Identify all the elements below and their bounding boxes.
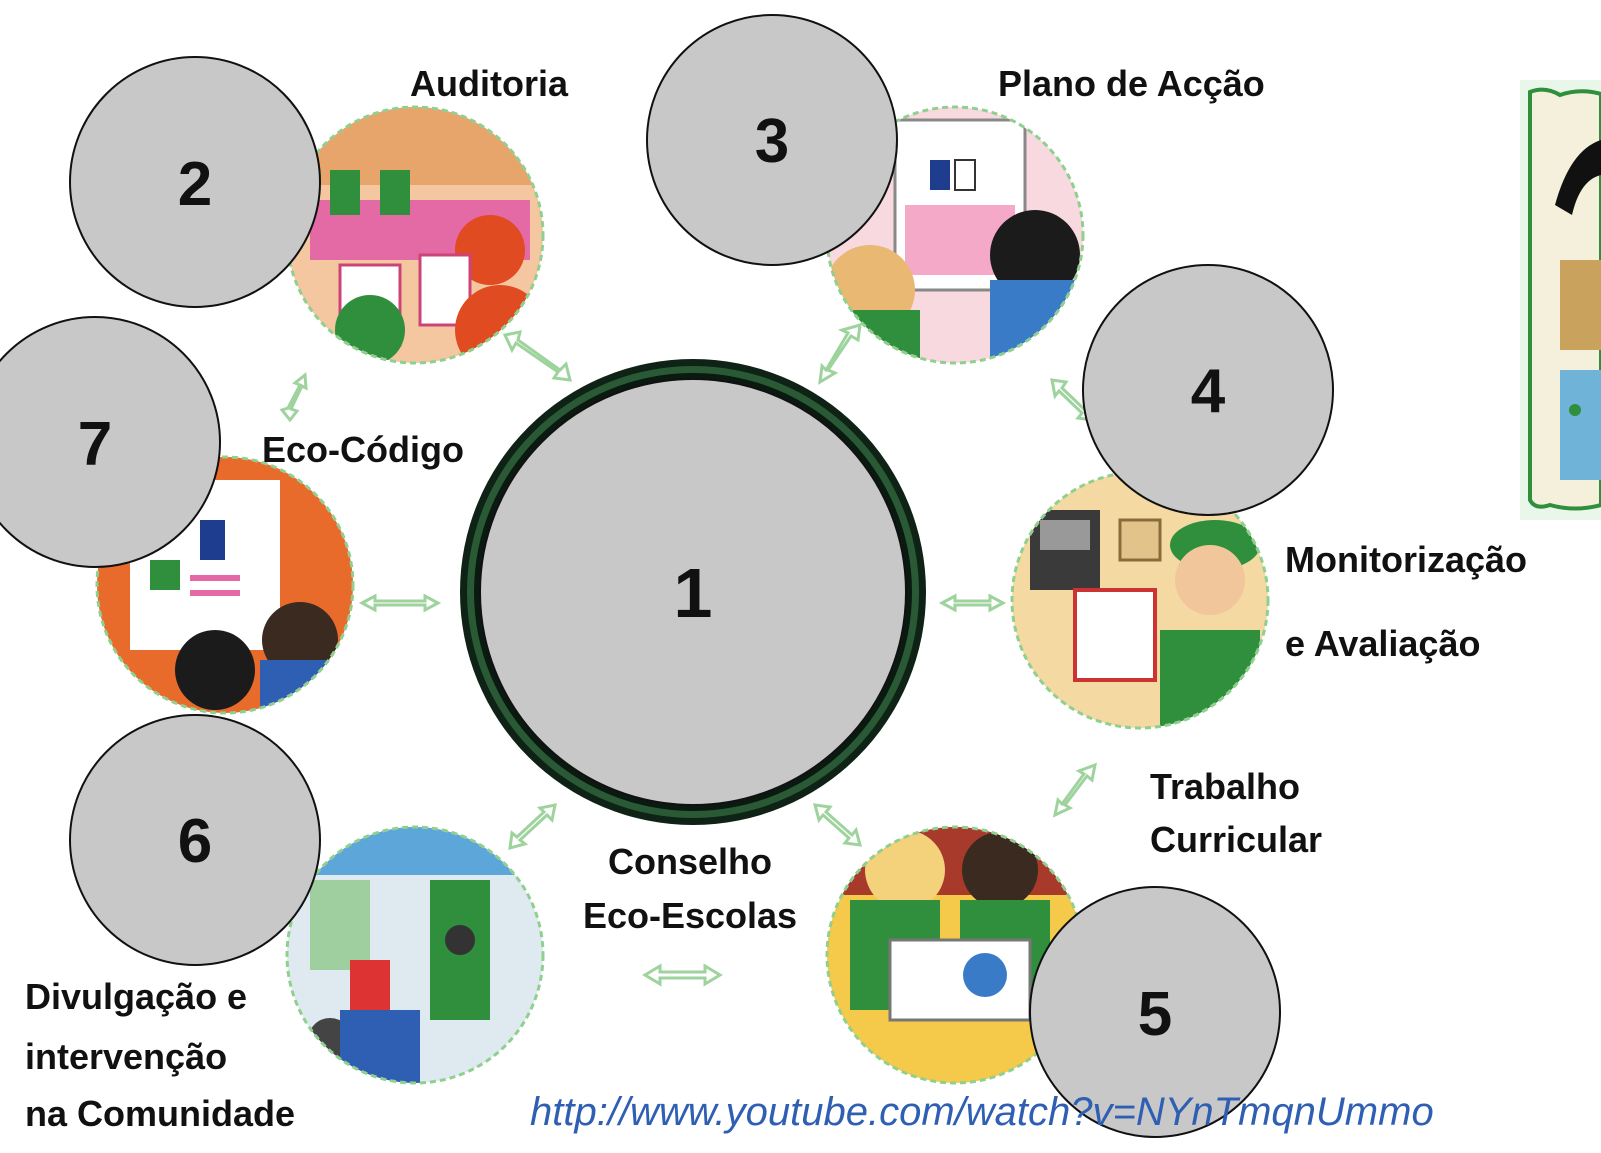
label-eco-escolas: Eco-Escolas xyxy=(582,895,798,936)
number-circle-2: 2 xyxy=(69,56,321,308)
label-plano-de-accao: Plano de Acção xyxy=(998,63,1265,104)
illustration-divulgacao-border xyxy=(285,825,545,1085)
youtube-link[interactable]: http://www.youtube.com/watch?v=NYnTmqnUm… xyxy=(530,1090,1434,1134)
arrow-bottom xyxy=(642,963,723,987)
number-1-text: 1 xyxy=(674,554,713,632)
label-curricular: Curricular xyxy=(1150,819,1323,860)
label-eco-codigo: Eco-Código xyxy=(262,429,464,470)
illustration-eco-codigo-border xyxy=(95,455,355,715)
number-circle-5: 5 xyxy=(1029,886,1281,1138)
number-circle-1: 1 xyxy=(479,378,907,806)
label-avaliacao: e Avaliação xyxy=(1285,623,1481,664)
arrow-1-to-4 xyxy=(938,593,1007,613)
arrow-7-to-2 xyxy=(279,372,308,423)
illustration-monitorizacao xyxy=(1012,472,1268,728)
label-conselho: Conselho xyxy=(607,841,772,882)
label-trabalho: Trabalho xyxy=(1150,766,1301,807)
number-7-text: 7 xyxy=(78,410,112,479)
arrow-3-to-1 xyxy=(818,322,862,385)
number-circle-7: 7 xyxy=(0,316,221,568)
number-4-text: 4 xyxy=(1191,357,1226,426)
side-illustration xyxy=(1520,80,1601,520)
illustration-divulgacao xyxy=(287,827,543,1083)
label-auditoria: Auditoria xyxy=(410,63,568,104)
number-circle-4: 4 xyxy=(1082,264,1334,516)
label-intervencao: intervenção xyxy=(25,1036,228,1077)
connector-arrows xyxy=(279,322,1098,987)
number-circle-3: 3 xyxy=(646,14,898,266)
label-na-comunidade: na Comunidade xyxy=(25,1093,296,1134)
number-6-text: 6 xyxy=(178,807,212,876)
arrow-4-to-5 xyxy=(1052,762,1098,818)
arrow-2-to-1 xyxy=(502,330,572,382)
label-monitorizacao: Monitorização xyxy=(1285,539,1528,580)
arrow-1-to-5 xyxy=(812,803,863,847)
arrow-1-to-6 xyxy=(508,803,557,851)
number-3-text: 3 xyxy=(755,107,789,176)
number-2-text: 2 xyxy=(178,150,212,219)
label-divulgacao: Divulgação e xyxy=(25,976,248,1017)
arrow-7-to-1 xyxy=(358,593,442,613)
number-5-text: 5 xyxy=(1138,980,1172,1049)
number-circle-6: 6 xyxy=(69,714,321,966)
